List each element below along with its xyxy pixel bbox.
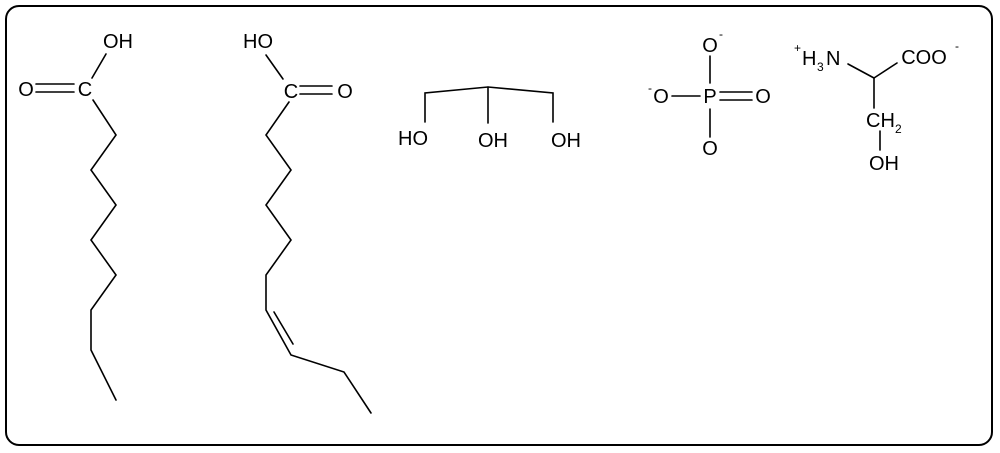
left-oxygen-label: O xyxy=(653,86,669,108)
carboxyl-carbon-label: C xyxy=(284,81,298,103)
hydroxyl-label: HO xyxy=(243,31,273,53)
bond xyxy=(873,62,898,79)
bottom-oxygen-label: O xyxy=(702,138,718,160)
carbon-chain xyxy=(265,101,372,414)
figure-frame xyxy=(5,5,993,446)
phosphate-structure: O - - O P O O xyxy=(648,27,771,160)
carboxylate-label: COO xyxy=(901,47,947,69)
hydroxyl-label: OH xyxy=(103,31,133,53)
carbonyl-oxygen-label: O xyxy=(18,79,34,101)
carboxylate-charge: - xyxy=(955,39,959,53)
left-hydroxyl-label: HO xyxy=(398,128,428,150)
hydrogen-count-subscript: 3 xyxy=(817,60,824,74)
glycerol-structure: HO OH OH xyxy=(398,86,581,152)
right-hydroxyl-label: OH xyxy=(551,130,581,152)
hydroxyl-label: OH xyxy=(869,153,899,175)
carboxyl-carbon-label: C xyxy=(78,79,92,101)
octenoic-acid-structure: HO C O xyxy=(243,31,372,414)
carbon-backbone xyxy=(424,86,554,123)
top-oxygen-label: O xyxy=(702,35,718,57)
bond xyxy=(265,54,284,80)
cis-double-bond xyxy=(273,311,294,345)
carbon-chain xyxy=(90,99,117,401)
methylene-label: CH xyxy=(866,110,895,132)
ammonium-charge: + xyxy=(794,41,801,55)
heptanoic-acid-structure: O C OH xyxy=(18,31,133,401)
right-oxygen-label: O xyxy=(755,86,771,108)
nitrogen-label: N xyxy=(826,48,840,70)
bond xyxy=(847,63,875,79)
serine-structure: + H 3 N COO - CH 2 OH xyxy=(794,39,959,175)
left-charge: - xyxy=(648,81,652,95)
top-charge: - xyxy=(719,27,723,41)
middle-hydroxyl-label: OH xyxy=(478,130,508,152)
phosphorus-label: P xyxy=(703,86,716,108)
bond xyxy=(91,53,107,79)
carbonyl-oxygen-label: O xyxy=(337,81,353,103)
methylene-subscript: 2 xyxy=(895,122,902,136)
ammonium-hydrogen-label: H xyxy=(802,48,816,70)
